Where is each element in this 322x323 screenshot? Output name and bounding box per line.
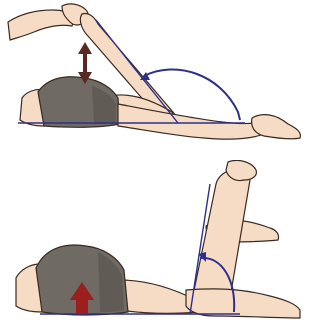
shorts-shade [98,252,124,312]
lower-illustration [0,160,322,323]
raised-foot [226,160,256,180]
upper-panel [0,0,322,160]
lower-panel [0,160,322,323]
straight-leg [118,104,264,139]
upper-illustration [0,0,322,160]
